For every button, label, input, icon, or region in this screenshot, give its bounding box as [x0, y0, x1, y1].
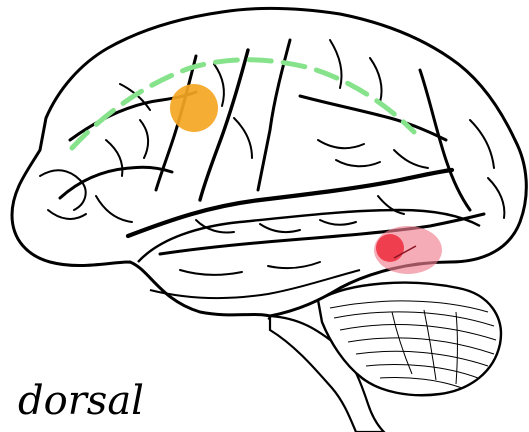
parietal-marker [170, 84, 218, 132]
temporal-marker-core [376, 234, 404, 262]
caption-label: dorsal [18, 378, 144, 424]
brain-lateral-view-icon [12, 8, 526, 316]
